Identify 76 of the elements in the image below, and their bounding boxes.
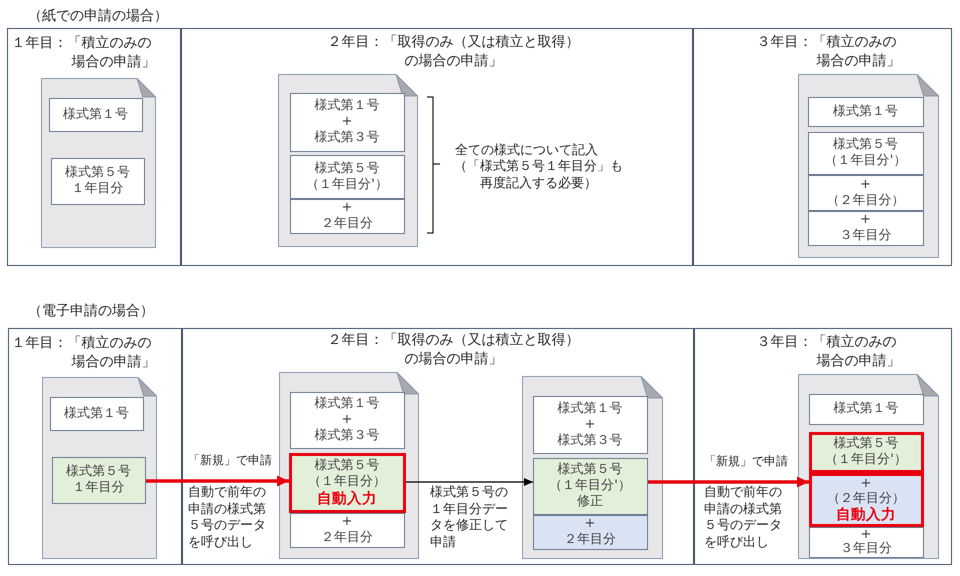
arrow — [406, 478, 533, 486]
document-page — [798, 74, 938, 258]
panel-heading: ３年目：「積立のみの場合の申請」 — [756, 332, 901, 370]
form-box — [532, 458, 648, 514]
form-box — [290, 392, 404, 448]
form-text: 様式第５号（１年目分'） — [824, 137, 908, 169]
form-box — [52, 456, 146, 504]
form-text: 様式第１号 — [834, 401, 898, 417]
plus-sign: + — [860, 528, 872, 542]
column-panel — [693, 28, 952, 266]
auto-fill-text: 自動入力 — [836, 506, 896, 524]
form-text: 様式第１号 — [64, 406, 129, 422]
plus-sign: + — [860, 476, 872, 490]
form-text: ２年目分 — [321, 216, 373, 232]
form-text: ２年目分 — [321, 530, 373, 546]
form-text: 様式第３号 — [558, 432, 622, 448]
form-box — [532, 396, 648, 454]
form-box — [808, 472, 924, 526]
form-box — [288, 452, 406, 512]
arrow — [648, 476, 809, 488]
form-text: ３年目分 — [840, 542, 892, 556]
form-box — [808, 210, 924, 246]
form-text: 様式第１号 — [833, 104, 898, 120]
form-text: ３年目分 — [840, 228, 892, 244]
form-box — [808, 394, 924, 424]
auto-fill-text: 自動入力 — [317, 490, 377, 508]
plus-sign: + — [584, 416, 596, 432]
panel-heading: ２年目：「取得のみ（又は積立と取得）の場合の申請」 — [326, 32, 581, 70]
form-text: （２年目分） — [826, 192, 904, 208]
document-page — [278, 372, 418, 558]
form-box — [532, 514, 648, 550]
form-box — [290, 154, 404, 198]
plus-sign: + — [860, 212, 871, 228]
form-text: 様式第５号１年目分 — [64, 464, 132, 496]
form-text: 様式第１号 — [558, 400, 622, 416]
form-box — [808, 526, 924, 558]
form-text: 様式第５号（１年目分） — [306, 458, 387, 490]
form-text: ２年目分 — [564, 532, 616, 548]
form-text: 様式第５号（１年目分'）修正 — [548, 462, 632, 510]
plus-sign: + — [342, 514, 352, 530]
form-text: 様式第３号 — [314, 428, 380, 444]
plus-sign: + — [342, 114, 352, 130]
column-panel — [8, 328, 182, 565]
form-text: 様式第１号 — [63, 106, 128, 122]
panel-heading: ３年目：「積立のみの場合の申請」 — [756, 32, 901, 70]
document-page — [42, 376, 156, 558]
plus-sign: + — [342, 412, 352, 428]
arrow — [146, 475, 289, 487]
form-text: 様式第３号 — [314, 130, 380, 146]
panel-heading: ２年目：「取得のみ（又は積立と取得）の場合の申請」 — [326, 330, 581, 368]
panel-heading: １年目：「積立のみの場合の申請」 — [12, 34, 156, 72]
form-box — [808, 132, 924, 174]
form-box — [290, 92, 404, 152]
form-text: （２年目分） — [827, 490, 905, 506]
form-box — [290, 198, 404, 234]
document-page — [522, 376, 662, 558]
form-box — [290, 512, 404, 548]
form-box — [808, 432, 924, 472]
form-text: 様式第５号（１年目分'） — [305, 160, 389, 192]
document-page — [40, 78, 156, 248]
form-box — [48, 98, 142, 132]
plus-sign: + — [860, 176, 871, 192]
form-box — [50, 158, 144, 204]
plus-sign: + — [342, 200, 352, 216]
form-text: 様式第１号 — [314, 396, 380, 412]
form-box — [50, 396, 144, 430]
panel-heading: １年目：「積立のみの場合の申請」 — [12, 334, 156, 372]
document-page — [798, 374, 938, 558]
form-text: 様式第１号 — [314, 98, 380, 114]
form-text: 様式第５号（１年目分'） — [824, 436, 908, 468]
form-box — [808, 96, 924, 126]
form-text: 様式第５号１年目分 — [64, 165, 131, 197]
form-box — [808, 174, 924, 210]
column-panel — [7, 28, 181, 266]
document-page — [278, 74, 418, 246]
plus-sign: + — [584, 516, 596, 532]
